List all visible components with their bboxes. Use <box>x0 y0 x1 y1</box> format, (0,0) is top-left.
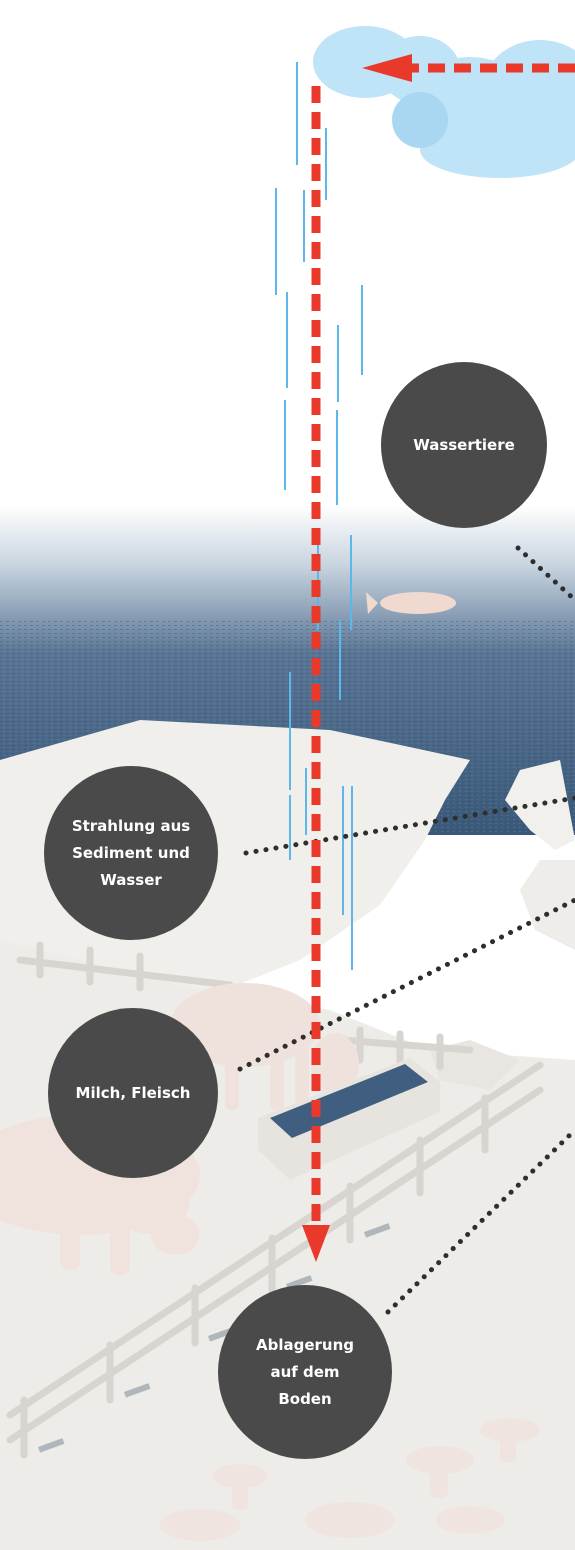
label-milk-meat-text: Milch, Fleisch <box>75 1083 191 1102</box>
label-ground-deposition: Ablagerung auf dem Boden <box>218 1285 392 1459</box>
label-aquatic-animals-text: Wassertiere <box>413 435 515 454</box>
pathway-arrows <box>302 54 575 1262</box>
label-radiation: Strahlung aus Sediment und Wasser <box>44 766 218 940</box>
cloud <box>313 26 575 178</box>
label-aquatic-animals: Wassertiere <box>381 362 547 528</box>
water-trough <box>258 1058 440 1180</box>
mushrooms <box>160 1418 540 1541</box>
rain-lines <box>275 62 363 970</box>
fence <box>6 941 544 1459</box>
label-ground-deposition-text: Ablagerung auf dem Boden <box>255 1335 354 1408</box>
dotted-connectors <box>237 545 575 1315</box>
fish <box>366 592 456 614</box>
label-radiation-text: Strahlung aus Sediment und Wasser <box>71 816 191 889</box>
label-milk-meat: Milch, Fleisch <box>48 1008 218 1178</box>
